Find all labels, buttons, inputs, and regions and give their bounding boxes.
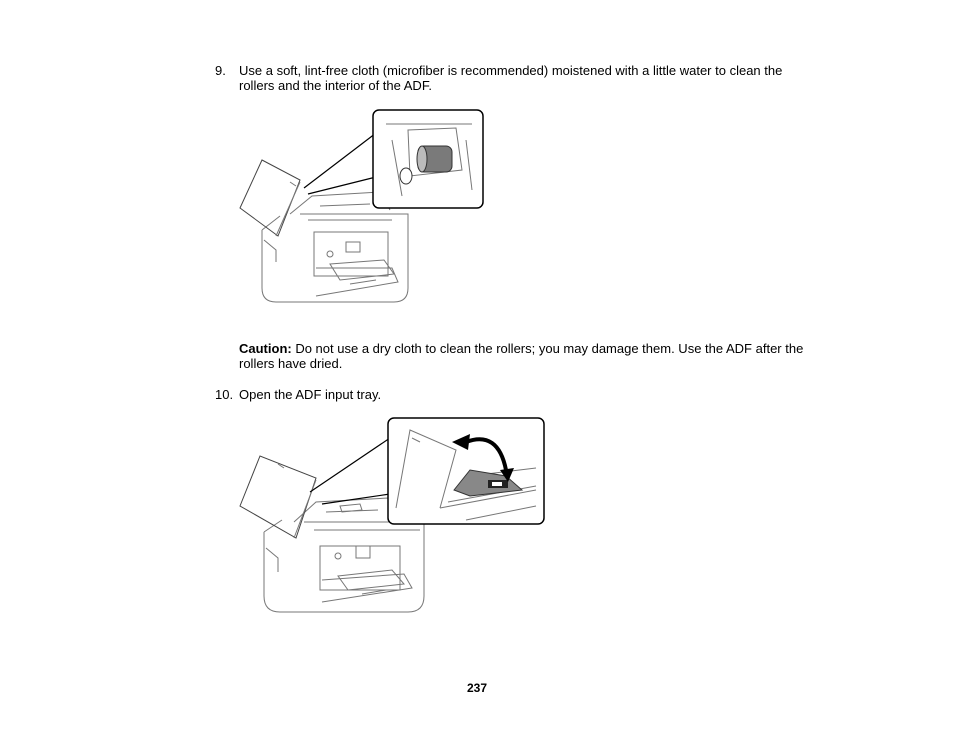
- page-number: 237: [466, 681, 488, 695]
- caution-note: Caution: Do not use a dry cloth to clean…: [239, 341, 819, 371]
- caution-label: Caution:: [239, 341, 292, 356]
- step-10-text: Open the ADF input tray.: [239, 387, 382, 402]
- step-9-number: 9.: [215, 63, 226, 78]
- step-10-number: 10.: [215, 387, 234, 402]
- step-9-text: Use a soft, lint-free cloth (microfiber …: [239, 63, 783, 93]
- caution-text: Do not use a dry cloth to clean the roll…: [239, 341, 804, 371]
